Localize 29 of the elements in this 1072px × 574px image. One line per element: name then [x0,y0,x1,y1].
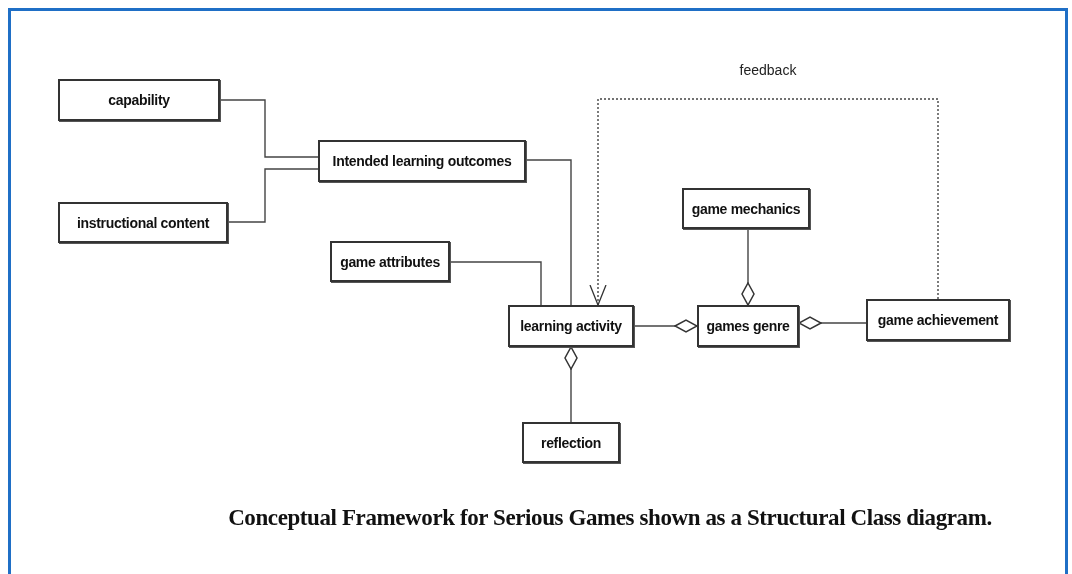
class-name: game attributes [340,253,440,270]
class-name: learning activity [520,318,622,334]
class-box [508,305,634,347]
dashed-arrow [589,98,939,306]
connector-line [449,261,542,306]
aggregation-line [633,319,698,333]
aggregation-line [798,316,867,330]
class-name: instructional content [76,214,210,231]
class-box [58,79,220,121]
connector-line [227,168,319,223]
aggregation-line [564,346,578,423]
class-box [330,241,450,282]
class-box [318,140,526,182]
class-box [682,188,810,229]
edge-label: feedback [737,62,799,78]
class-box [697,305,799,347]
class-name: Intended learning outcomes [332,153,512,169]
class-name: capability [108,92,170,108]
class-box [866,299,1010,341]
aggregation-line [741,228,755,306]
connector-line [219,99,319,158]
class-name: games genre [706,318,790,334]
connector-line [525,159,572,306]
caption: Conceptual Framework for Serious Games shown as a Structural Class diagram. [227,505,993,531]
class-name: game mechanics [691,200,801,217]
class-box [58,202,228,243]
class-name: reflection [541,434,601,451]
class-name: game achievement [877,312,999,328]
class-box [522,422,620,463]
